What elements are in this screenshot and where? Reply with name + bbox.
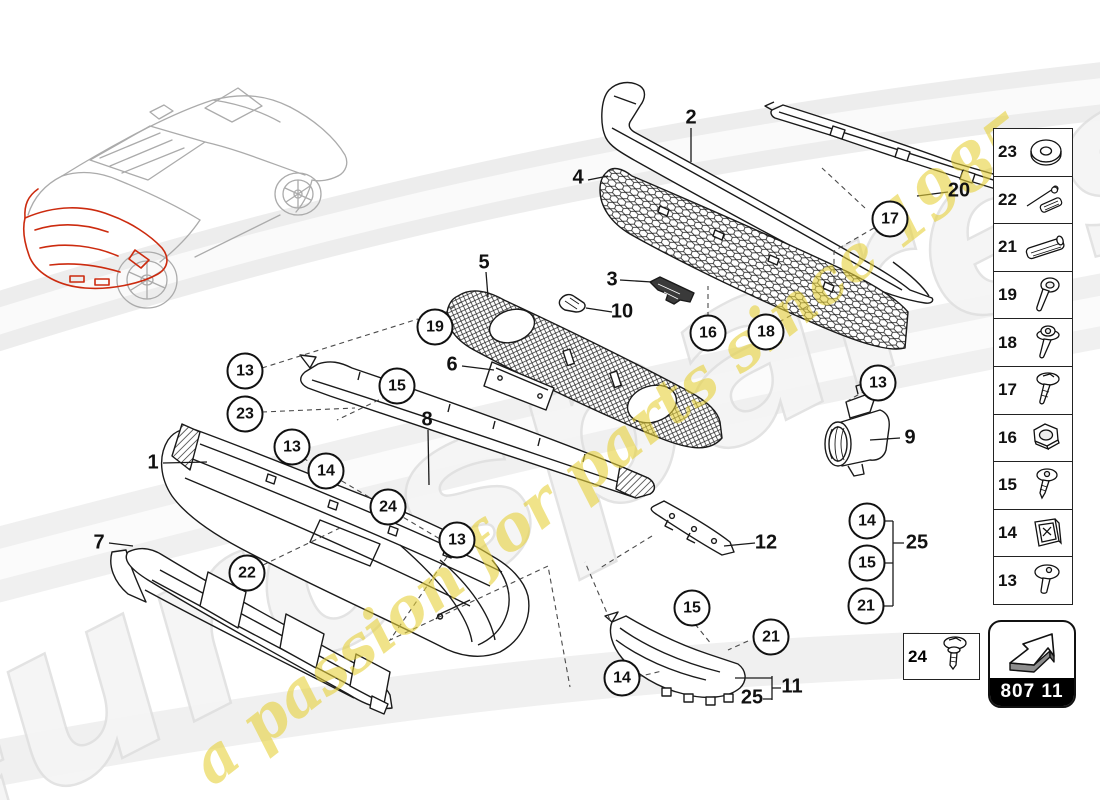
callout-circle-13: 13 xyxy=(226,352,264,390)
callout-circle-13: 13 xyxy=(438,521,476,559)
part-group-plate: 807 11 xyxy=(988,620,1076,708)
callout-circle-21: 21 xyxy=(847,587,885,625)
clip-nut-icon xyxy=(1022,513,1068,553)
callout-circle-21: 21 xyxy=(752,618,790,656)
part-label-8: 8 xyxy=(421,408,433,431)
callout-circle-23: 23 xyxy=(226,395,264,433)
part-7-diffuser xyxy=(110,547,393,715)
part-label-1: 1 xyxy=(147,451,159,474)
callout-circle-13: 13 xyxy=(273,428,311,466)
part-label-9: 9 xyxy=(904,426,916,449)
part-label-6: 6 xyxy=(446,353,458,376)
legend-row-14: 14 xyxy=(994,508,1072,557)
callout-circle-15: 15 xyxy=(673,589,711,627)
torx-screw-icon xyxy=(1022,275,1068,315)
callout-circle-13: 13 xyxy=(859,364,897,402)
part-label-25: 25 xyxy=(740,686,764,709)
part-label-12: 12 xyxy=(754,531,778,554)
legend-number: 15 xyxy=(998,475,1017,495)
legend-number: 18 xyxy=(998,332,1017,352)
part-label-2: 2 xyxy=(685,106,697,129)
legend-row-18: 18 xyxy=(994,318,1072,366)
part-12-side-bracket xyxy=(650,500,735,556)
solid-leader-lines xyxy=(108,128,949,700)
car-bumper-highlight xyxy=(23,188,168,290)
part-6-plate-bracket xyxy=(483,361,555,411)
callout-circle-17: 17 xyxy=(871,200,909,238)
hardware-box-number: 24 xyxy=(908,646,927,666)
legend-row-13: 13 xyxy=(994,556,1072,604)
legend-row-17: 17 xyxy=(994,365,1072,414)
part-4-honeycomb-grille xyxy=(599,167,909,350)
round-head-screw-icon xyxy=(1022,561,1068,601)
legend-number: 21 xyxy=(998,237,1017,257)
part-label-25-group: 25 xyxy=(905,531,929,554)
part-label-11: 11 xyxy=(781,675,803,698)
rivet-icon xyxy=(1022,180,1068,220)
part-label-7: 7 xyxy=(93,531,105,554)
callout-circle-18: 18 xyxy=(747,313,785,351)
dashed-leader-lines xyxy=(261,167,875,688)
callout-circle-14: 14 xyxy=(307,452,345,490)
part-2-spoiler-blade xyxy=(601,81,934,304)
washer-icon xyxy=(1022,132,1068,172)
part-label-20: 20 xyxy=(947,179,971,202)
legend-number: 23 xyxy=(998,142,1017,162)
part-10-retainer-clip xyxy=(558,293,586,313)
callout-circle-15: 15 xyxy=(378,367,416,405)
hex-nut-icon xyxy=(1022,418,1068,458)
legend-row-23: 23 xyxy=(994,129,1072,176)
direction-arrow-icon xyxy=(990,622,1074,678)
callout-circle-24: 24 xyxy=(369,488,407,526)
legend-row-19: 19 xyxy=(994,270,1072,319)
callout-circle-15: 15 xyxy=(848,544,886,582)
callout-circle-22: 22 xyxy=(228,554,266,592)
part-11-corner-trim xyxy=(604,611,746,706)
callout-circle-16: 16 xyxy=(689,314,727,352)
part-label-4: 4 xyxy=(572,166,584,189)
callout-circle-14: 14 xyxy=(848,502,886,540)
grommet-screw-icon xyxy=(934,634,974,679)
part-label-5: 5 xyxy=(478,251,490,274)
legend-number: 13 xyxy=(998,570,1017,590)
part-5-center-grille xyxy=(446,290,723,449)
flange-screw-icon xyxy=(1022,323,1068,363)
exploded-parts xyxy=(110,81,1056,715)
dome-screw-icon xyxy=(1022,370,1068,410)
part-label-10: 10 xyxy=(610,300,634,323)
expansion-sleeve-icon xyxy=(1022,227,1068,267)
legend-number: 19 xyxy=(998,285,1017,305)
car-illustration xyxy=(23,87,348,309)
legend-number: 14 xyxy=(998,523,1017,543)
legend-number: 22 xyxy=(998,189,1017,209)
callout-circle-19: 19 xyxy=(416,308,454,346)
tapping-screw-icon xyxy=(1022,465,1068,505)
legend-row-22: 22 xyxy=(994,175,1072,224)
part-3-sensor-bracket xyxy=(649,276,695,305)
legend-number: 16 xyxy=(998,427,1017,447)
legend-number: 17 xyxy=(998,380,1017,400)
part-label-3: 3 xyxy=(606,268,618,291)
legend-row-15: 15 xyxy=(994,461,1072,509)
legend-row-21: 21 xyxy=(994,223,1072,271)
callout-circle-14: 14 xyxy=(603,659,641,697)
hardware-box-24: 24 xyxy=(903,633,980,680)
legend-row-16: 16 xyxy=(994,413,1072,462)
part-group-code: 807 11 xyxy=(990,678,1074,706)
fastener-legend: 23 22 21 xyxy=(993,128,1073,605)
